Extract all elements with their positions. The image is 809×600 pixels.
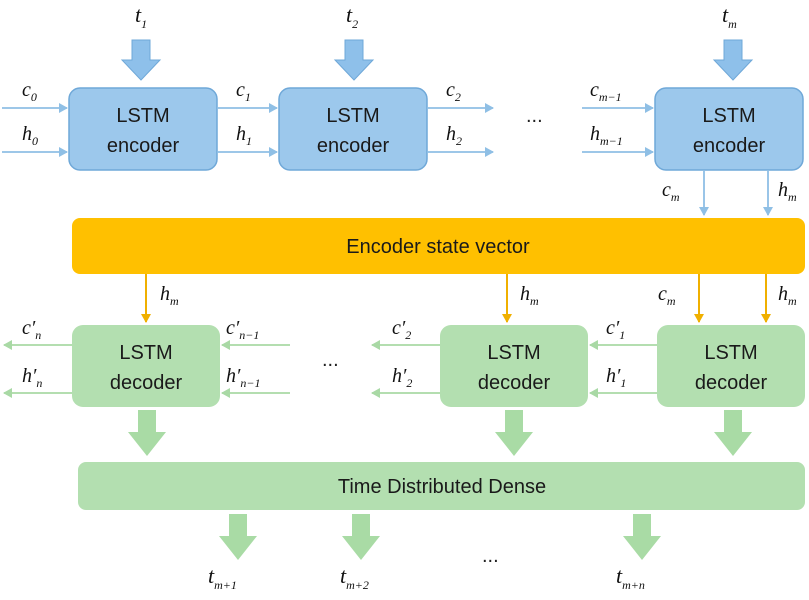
decoder-2-line2: decoder	[478, 372, 551, 394]
decoder-2-to-dense-arrow	[495, 410, 533, 456]
label-c2: c2	[446, 79, 461, 104]
state-vector-label: Encoder state vector	[346, 236, 530, 258]
label-h1: h1	[236, 123, 252, 148]
output-ellipsis: ...	[482, 545, 499, 567]
label-c1: c1	[236, 79, 251, 104]
label-dec-hm-mid: hm	[520, 283, 539, 308]
label-cn1: c′n−1	[226, 317, 259, 342]
encoder-ellipsis: ...	[526, 105, 543, 127]
encoder-m-line2: encoder	[693, 135, 766, 157]
output-arrow-n	[623, 514, 661, 560]
output-arrow-1	[219, 514, 257, 560]
output-label-tmn: tm+n	[616, 563, 645, 592]
encoder-2-line2: encoder	[317, 135, 390, 157]
label-hn: h′n	[22, 365, 42, 390]
output-label-tm2: tm+2	[340, 563, 369, 592]
decoder-1-line1: LSTM	[704, 342, 757, 364]
input-arrow-m	[712, 39, 754, 81]
encoder-1-line2: encoder	[107, 135, 180, 157]
label-hm: hm	[778, 179, 797, 204]
input-arrow-1	[120, 39, 162, 81]
input-arrow-2	[333, 39, 375, 81]
label-c1p: c′1	[606, 317, 625, 342]
label-h2: h2	[446, 123, 462, 148]
label-cm1: cm−1	[590, 79, 622, 104]
decoder-2-line1: LSTM	[487, 342, 540, 364]
label-cm: cm	[662, 179, 680, 204]
encoder-box-2: LSTM encoder	[278, 87, 428, 171]
label-hm1: hm−1	[590, 123, 623, 148]
input-label-tm: tm	[722, 2, 737, 31]
encoder-m-line1: LSTM	[702, 105, 755, 127]
decoder-box-n: LSTM decoder	[72, 325, 220, 407]
label-h1p: h′1	[606, 365, 626, 390]
encoder-box-1: LSTM encoder	[68, 87, 218, 171]
output-arrow-2	[342, 514, 380, 560]
decoder-box-1: LSTM decoder	[657, 325, 805, 407]
encoder-2-line1: LSTM	[326, 105, 379, 127]
decoder-1-line2: decoder	[695, 372, 768, 394]
decoder-n-to-dense-arrow	[128, 410, 166, 456]
label-dec-cm-right: cm	[658, 283, 676, 308]
decoder-n-line2: decoder	[110, 372, 183, 394]
input-label-t2: t2	[346, 2, 358, 31]
label-hn1: h′n−1	[226, 365, 260, 390]
decoder-box-2: LSTM decoder	[440, 325, 588, 407]
dense-label: Time Distributed Dense	[338, 476, 546, 498]
label-dec-hm-left: hm	[160, 283, 179, 308]
label-h0: h0	[22, 123, 38, 148]
label-h2p: h′2	[392, 365, 412, 390]
encoder-box-m: LSTM encoder	[654, 87, 804, 171]
label-c2p: c′2	[392, 317, 411, 342]
output-label-tm1: tm+1	[208, 563, 237, 592]
decoder-ellipsis: ...	[322, 349, 339, 371]
encoder-1-line1: LSTM	[116, 105, 169, 127]
encoder-state-vector: Encoder state vector	[72, 218, 805, 274]
decoder-1-to-dense-arrow	[714, 410, 752, 456]
label-c0: c0	[22, 79, 37, 104]
label-cn: c′n	[22, 317, 41, 342]
input-label-t1: t1	[135, 2, 147, 31]
decoder-n-line1: LSTM	[119, 342, 172, 364]
time-distributed-dense: Time Distributed Dense	[78, 462, 805, 510]
label-dec-hm-right: hm	[778, 283, 797, 308]
